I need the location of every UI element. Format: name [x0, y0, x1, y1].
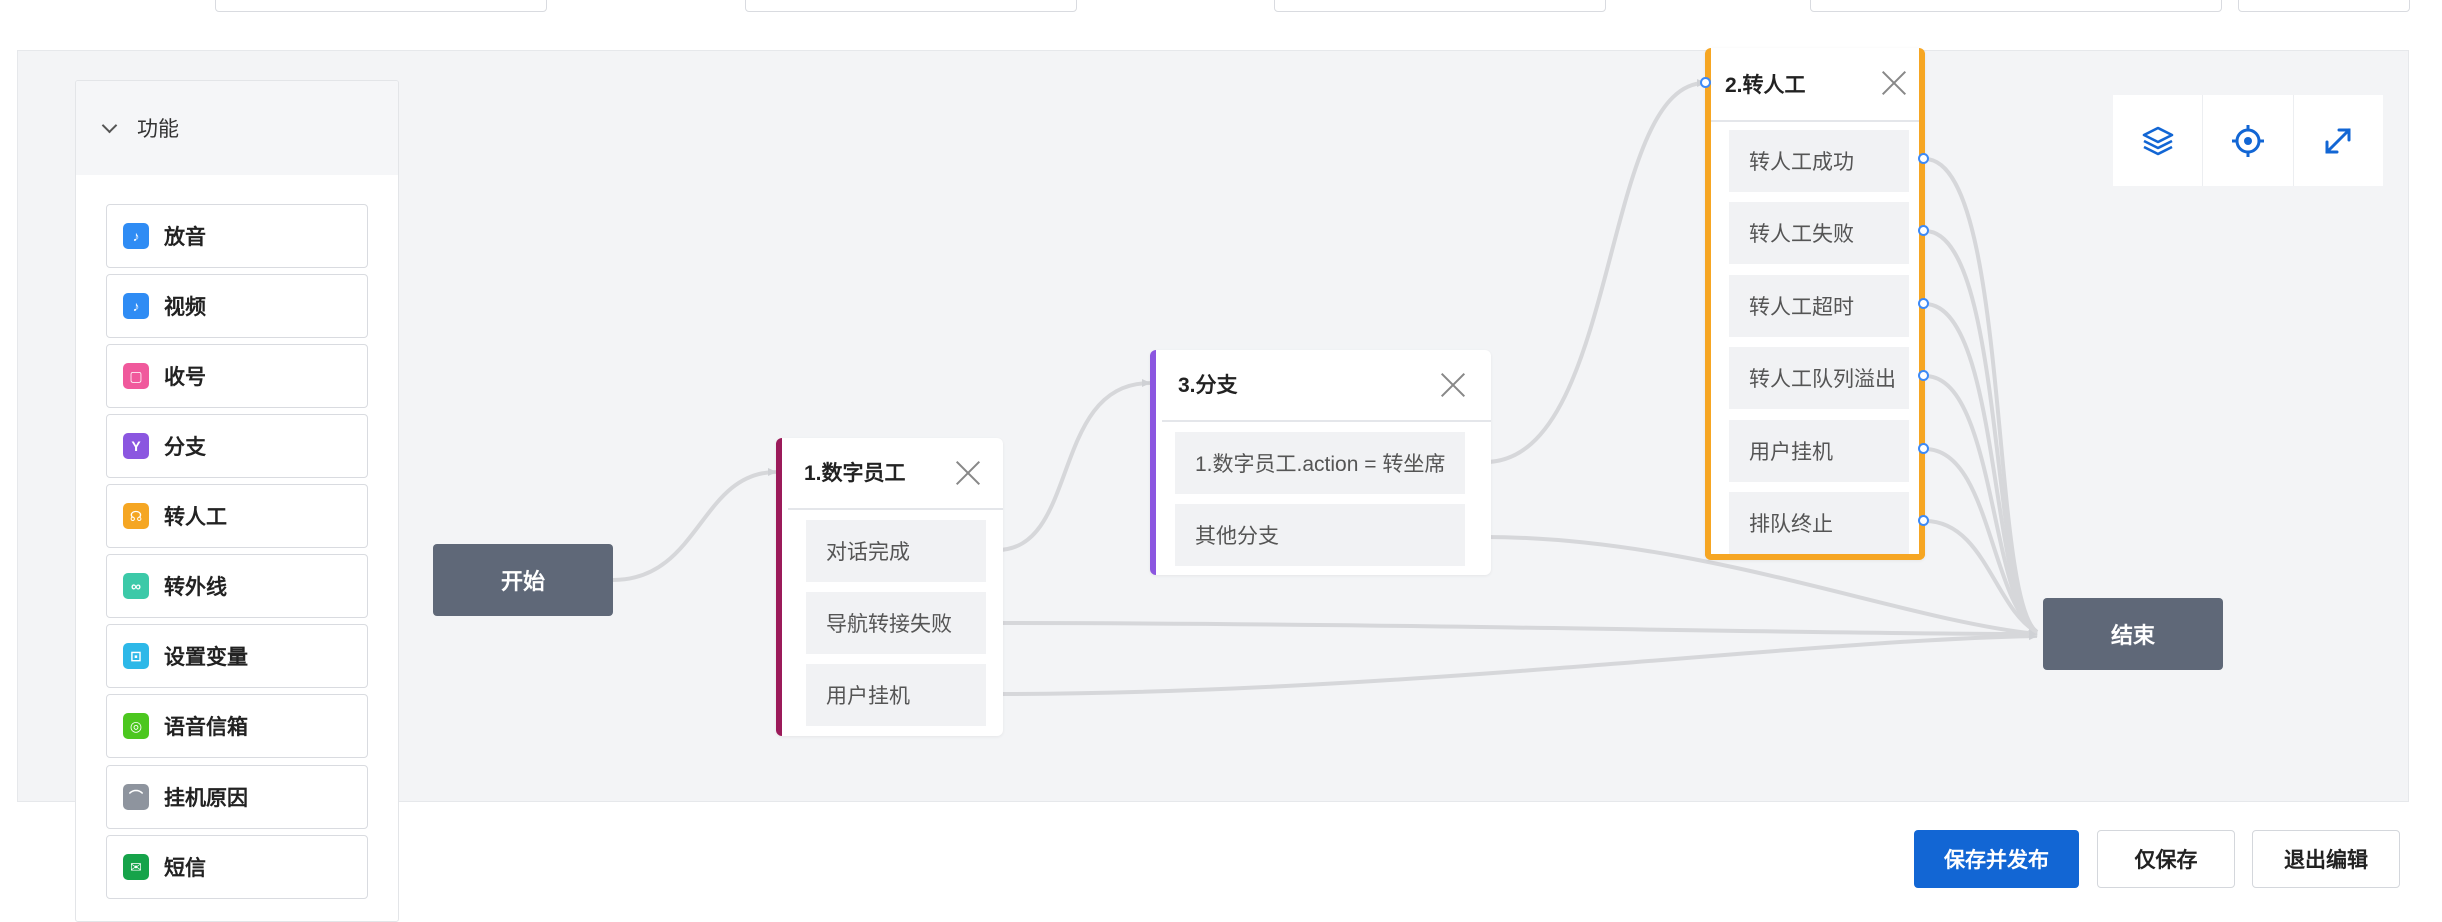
palette-item-label: 放音 — [164, 226, 206, 249]
node-title: 3.分支 — [1178, 374, 1238, 397]
palette-item[interactable]: ∞ 转外线 — [106, 554, 368, 618]
branch-item[interactable]: 转人工队列溢出 — [1729, 347, 1909, 409]
palette-item-icon: ⌒ — [123, 784, 149, 810]
output-port[interactable] — [1918, 443, 1929, 454]
palette-item[interactable]: Y 分支 — [106, 414, 368, 478]
node-divider — [788, 508, 1003, 510]
palette-item-label: 短信 — [164, 857, 206, 880]
palette-item-label: 收号 — [164, 366, 206, 389]
palette-item-icon: ▢ — [123, 363, 149, 389]
fullscreen-button[interactable] — [2294, 95, 2383, 186]
top-field-5[interactable] — [2238, 0, 2410, 12]
palette-item-label: 语音信箱 — [164, 716, 248, 739]
palette-item-label: 分支 — [164, 436, 206, 459]
palette-item-label: 转人工 — [164, 506, 227, 529]
close-icon[interactable] — [955, 460, 981, 486]
top-field-4[interactable] — [1810, 0, 2222, 12]
output-port[interactable] — [1918, 515, 1929, 526]
branch-item[interactable]: 转人工失败 — [1729, 202, 1909, 264]
input-port[interactable] — [1700, 77, 1711, 88]
palette-item-icon: Y — [123, 433, 149, 459]
branch-item[interactable]: 其他分支 — [1175, 504, 1465, 566]
palette-item-label: 设置变量 — [164, 646, 248, 669]
branch-item[interactable]: 排队终止 — [1729, 492, 1909, 554]
locate-icon — [2231, 124, 2264, 157]
canvas-toolbar — [2113, 95, 2383, 186]
output-port[interactable] — [1918, 153, 1929, 164]
save-and-publish-button[interactable]: 保存并发布 — [1914, 830, 2079, 888]
palette-item-icon: ✉ — [123, 854, 149, 880]
palette-item-label: 转外线 — [164, 576, 227, 599]
exit-edit-button[interactable]: 退出编辑 — [2252, 830, 2400, 888]
palette-item-icon: ⊡ — [123, 643, 149, 669]
palette-item[interactable]: ♪ 视频 — [106, 274, 368, 338]
top-field-3[interactable] — [1274, 0, 1606, 12]
top-field-1[interactable] — [215, 0, 547, 12]
flow-node-digital-worker[interactable]: 1.数字员工 对话完成 导航转接失败 用户挂机 — [776, 438, 1003, 736]
palette-item-icon: ♪ — [123, 293, 149, 319]
save-only-button[interactable]: 仅保存 — [2097, 830, 2235, 888]
branch-item[interactable]: 导航转接失败 — [806, 592, 986, 654]
branch-item[interactable]: 转人工成功 — [1729, 130, 1909, 192]
flow-node-transfer-agent[interactable]: 2.转人工 转人工成功 转人工失败 转人工超时 转人工队列溢出 用户挂机 排队终… — [1705, 48, 1925, 560]
node-divider — [1711, 120, 1919, 122]
palette-item[interactable]: ☊ 转人工 — [106, 484, 368, 548]
branch-item[interactable]: 用户挂机 — [806, 664, 986, 726]
node-divider — [1162, 420, 1491, 422]
palette-item-icon: ∞ — [123, 573, 149, 599]
branch-item[interactable]: 对话完成 — [806, 520, 986, 582]
close-icon[interactable] — [1881, 70, 1907, 96]
palette-item-icon: ◎ — [123, 713, 149, 739]
palette-header-label: 功能 — [137, 118, 179, 141]
palette-item[interactable]: ⊡ 设置变量 — [106, 624, 368, 688]
palette-item[interactable]: ⌒ 挂机原因 — [106, 765, 368, 829]
palette-item[interactable]: ▢ 收号 — [106, 344, 368, 408]
output-port[interactable] — [1918, 298, 1929, 309]
branch-item[interactable]: 用户挂机 — [1729, 420, 1909, 482]
layers-icon — [2142, 126, 2173, 155]
chevron-down-icon[interactable] — [101, 117, 118, 133]
locate-button[interactable] — [2203, 95, 2294, 186]
close-icon[interactable] — [1440, 372, 1466, 398]
palette-header[interactable]: 功能 — [76, 81, 398, 175]
palette-item-icon: ♪ — [123, 223, 149, 249]
output-port[interactable] — [1918, 370, 1929, 381]
palette-item[interactable]: ♪ 放音 — [106, 204, 368, 268]
palette-item-label: 挂机原因 — [164, 787, 248, 810]
palette-item-label: 视频 — [164, 296, 206, 319]
end-node[interactable]: 结束 — [2043, 598, 2223, 670]
palette-item[interactable]: ◎ 语音信箱 — [106, 694, 368, 758]
flow-node-branch[interactable]: 3.分支 1.数字员工.action = 转坐席 其他分支 — [1150, 350, 1491, 575]
palette-item[interactable]: ✉ 短信 — [106, 835, 368, 899]
layers-button[interactable] — [2113, 95, 2204, 186]
top-field-2[interactable] — [745, 0, 1077, 12]
start-node[interactable]: 开始 — [433, 544, 613, 616]
branch-item[interactable]: 1.数字员工.action = 转坐席 — [1175, 432, 1465, 494]
node-title: 2.转人工 — [1725, 74, 1806, 97]
output-port[interactable] — [1918, 225, 1929, 236]
node-title: 1.数字员工 — [804, 462, 906, 485]
fullscreen-icon — [2325, 128, 2351, 153]
palette-item-icon: ☊ — [123, 503, 149, 529]
branch-item[interactable]: 转人工超时 — [1729, 275, 1909, 337]
